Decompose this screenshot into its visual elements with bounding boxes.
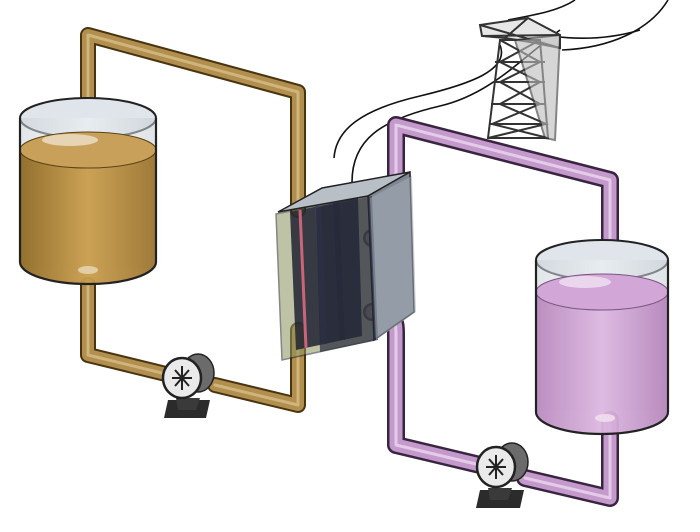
pylon-icon (478, 16, 562, 142)
right-tank (534, 239, 670, 436)
cell-stack (275, 170, 416, 361)
wire-4 (561, 0, 669, 51)
right-pump-icon (475, 442, 529, 508)
left-tank (18, 97, 158, 286)
left-pump-icon (161, 353, 215, 418)
membrane (298, 209, 308, 349)
wire-3 (507, 0, 576, 21)
